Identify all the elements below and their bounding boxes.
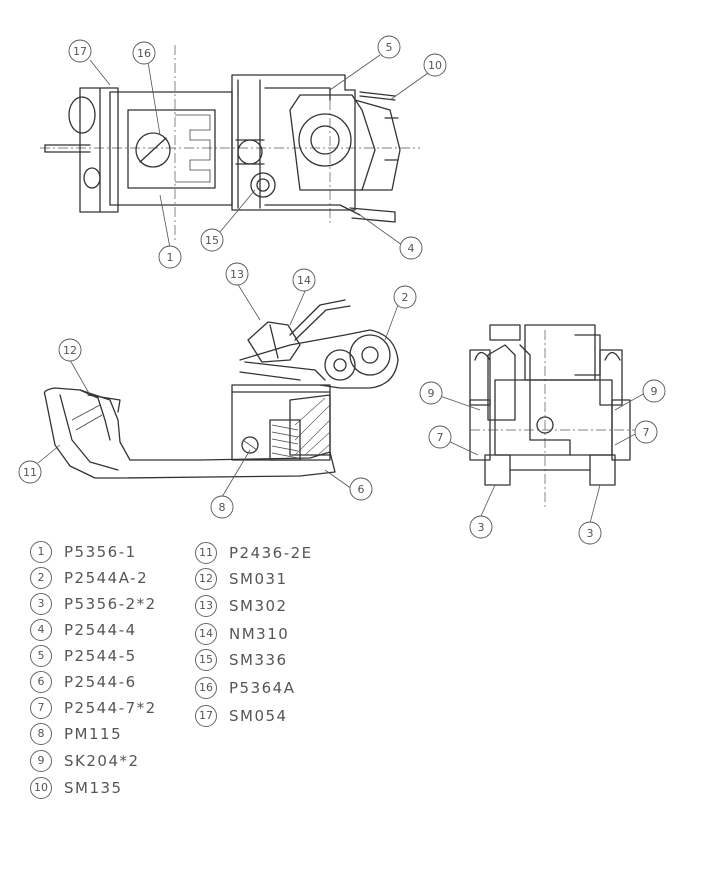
callout-5: 5 <box>377 35 401 59</box>
item-number: 6 <box>30 671 52 693</box>
svg-text:7: 7 <box>437 431 444 444</box>
callout-8: 8 <box>210 495 234 519</box>
legend-item: 15 SM336 <box>195 649 288 671</box>
svg-text:1: 1 <box>167 251 174 264</box>
part-code: SM135 <box>64 779 123 797</box>
part-code: SM336 <box>229 651 288 669</box>
callout-4: 4 <box>399 236 423 260</box>
svg-text:7: 7 <box>643 426 650 439</box>
part-code: SK204*2 <box>64 752 140 770</box>
part-code: P2544-6 <box>64 673 137 691</box>
legend-item: 13 SM302 <box>195 595 288 617</box>
svg-text:16: 16 <box>137 47 151 60</box>
item-number: 12 <box>195 568 217 590</box>
legend-item: 8 PM115 <box>30 723 122 745</box>
legend-item: 3 P5356-2*2 <box>30 593 157 615</box>
callout-14: 14 <box>292 268 316 292</box>
legend-item: 9 SK204*2 <box>30 750 140 772</box>
legend-item: 17 SM054 <box>195 705 288 727</box>
callout-17: 17 <box>68 39 92 63</box>
part-code: P2544-7*2 <box>64 699 157 717</box>
svg-text:3: 3 <box>478 521 485 534</box>
callout-2: 2 <box>393 285 417 309</box>
callout-3-right: 3 <box>578 521 602 545</box>
part-code: P5364A <box>229 679 296 697</box>
callout-13: 13 <box>225 262 249 286</box>
item-number: 14 <box>195 623 217 645</box>
svg-text:3: 3 <box>587 527 594 540</box>
svg-text:8: 8 <box>219 501 226 514</box>
callout-1: 1 <box>158 245 182 269</box>
part-code: P5356-1 <box>64 543 137 561</box>
item-number: 16 <box>195 677 217 699</box>
item-number: 1 <box>30 541 52 563</box>
callouts: 17 16 1 5 10 4 15 13 14 2 12 11 8 6 9 9 … <box>18 35 666 545</box>
legend-item: 16 P5364A <box>195 677 295 699</box>
callout-3-left: 3 <box>469 515 493 539</box>
legend-item: 5 P2544-5 <box>30 645 137 667</box>
svg-text:2: 2 <box>402 291 409 304</box>
item-number: 10 <box>30 777 52 799</box>
front-view-drawing <box>469 324 640 510</box>
legend-item: 12 SM031 <box>195 568 288 590</box>
callout-16: 16 <box>132 41 156 65</box>
part-code: P2436-2E <box>229 544 313 562</box>
svg-text:13: 13 <box>230 268 244 281</box>
legend-item: 6 P2544-6 <box>30 671 137 693</box>
legend-item: 7 P2544-7*2 <box>30 697 157 719</box>
svg-text:9: 9 <box>428 387 435 400</box>
legend-item: 14 NM310 <box>195 623 289 645</box>
item-number: 13 <box>195 595 217 617</box>
part-code: NM310 <box>229 625 290 643</box>
item-number: 15 <box>195 649 217 671</box>
svg-text:11: 11 <box>23 466 37 479</box>
top-view-drawing <box>40 45 420 240</box>
svg-text:9: 9 <box>651 385 658 398</box>
item-number: 11 <box>195 542 217 564</box>
item-number: 2 <box>30 567 52 589</box>
part-code: SM054 <box>229 707 288 725</box>
legend-item: 1 P5356-1 <box>30 541 137 563</box>
legend-item: 2 P2544A-2 <box>30 567 148 589</box>
item-number: 7 <box>30 697 52 719</box>
part-code: P2544-5 <box>64 647 137 665</box>
legend-item: 4 P2544-4 <box>30 619 137 641</box>
svg-text:6: 6 <box>358 483 365 496</box>
item-number: 9 <box>30 750 52 772</box>
svg-text:12: 12 <box>63 344 77 357</box>
callout-15: 15 <box>200 228 224 252</box>
item-number: 4 <box>30 619 52 641</box>
part-code: SM031 <box>229 570 288 588</box>
callout-7-left: 7 <box>428 425 452 449</box>
part-code: P2544-4 <box>64 621 137 639</box>
item-number: 5 <box>30 645 52 667</box>
svg-text:10: 10 <box>428 59 442 72</box>
callout-7-right: 7 <box>634 420 658 444</box>
callout-9-left: 9 <box>419 381 443 405</box>
svg-text:15: 15 <box>205 234 219 247</box>
svg-text:14: 14 <box>297 274 311 287</box>
svg-text:4: 4 <box>408 242 415 255</box>
item-number: 8 <box>30 723 52 745</box>
item-number: 17 <box>195 705 217 727</box>
part-code: P5356-2*2 <box>64 595 157 613</box>
side-view-drawing <box>43 299 399 479</box>
callout-12: 12 <box>58 338 82 362</box>
svg-text:5: 5 <box>386 41 393 54</box>
item-number: 3 <box>30 593 52 615</box>
legend-item: 10 SM135 <box>30 777 123 799</box>
part-code: PM115 <box>64 725 123 743</box>
part-code: SM302 <box>229 597 288 615</box>
legend-item: 11 P2436-2E <box>195 542 313 564</box>
svg-text:17: 17 <box>73 45 87 58</box>
part-code: P2544A-2 <box>64 569 149 587</box>
callout-9-right: 9 <box>642 379 666 403</box>
leader-lines <box>37 54 646 524</box>
callout-6: 6 <box>349 477 373 501</box>
callout-10: 10 <box>423 53 447 77</box>
callout-11: 11 <box>18 460 42 484</box>
